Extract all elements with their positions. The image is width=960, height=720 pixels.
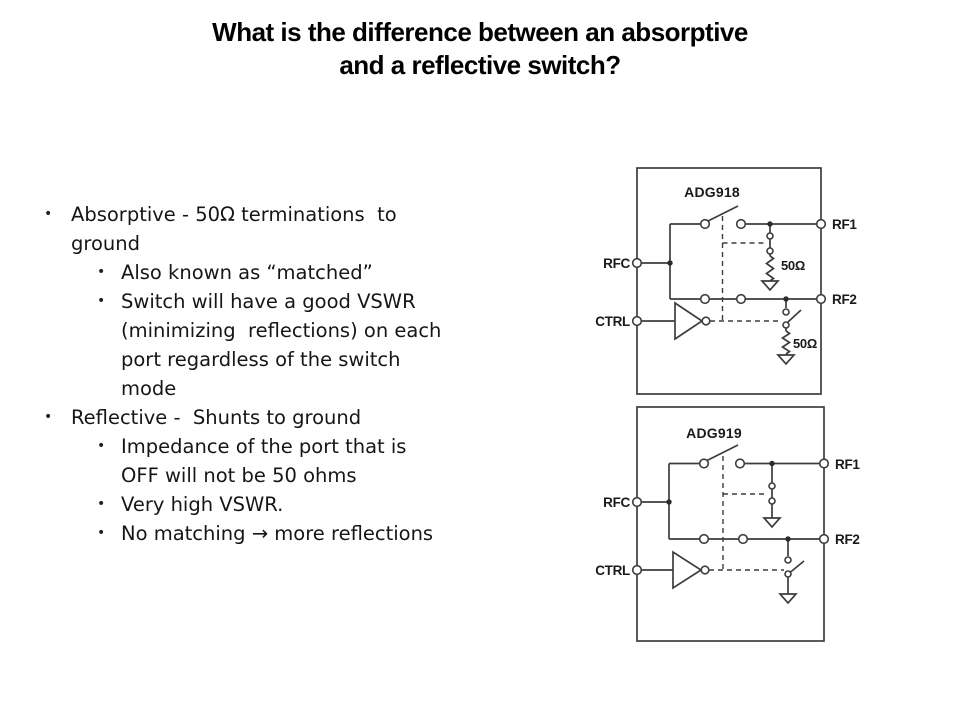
ctrl-terminal [631,315,643,327]
resistor-icon [780,330,792,355]
bullet-marker: • [97,438,106,454]
bullet-item: • Impedance of the port that is OFF will … [97,432,536,490]
chip-outline [636,406,825,642]
ground-icon [760,280,780,292]
shunt-switch-lever-rf2 [787,309,802,323]
bullet-item: • Absorptive - 50Ω terminations to ground [44,200,536,258]
slide-title: What is the difference between an absorp… [212,17,748,80]
bullet-marker: • [44,409,53,425]
bullet-text: Switch will have a good VSWR (minimizing… [121,290,442,400]
bullet-item: • Reflective - Shunts to ground [44,403,536,432]
rfc-terminal [631,496,643,508]
bullet-list: • Absorptive - 50Ω terminations to ground… [44,200,536,548]
rf2-label: RF2 [832,292,857,307]
bullet-marker: • [97,293,106,309]
rfc-terminal [631,257,643,269]
bullet-item: • Switch will have a good VSWR (minimizin… [97,287,536,403]
bullet-marker: • [97,525,106,541]
bullet-text: Very high VSWR. [121,493,284,516]
rf1-label: RF1 [835,457,860,472]
adg919-diagram: ADG919 RFC CTRL RF1 RF2 [595,406,861,642]
switch-contacts [631,458,830,578]
adg918-wires [636,167,822,395]
inverter-bubble [701,316,711,326]
rfc-label: RFC [603,495,630,510]
resistor-value-label: 50Ω [793,336,817,351]
rf1-label: RF1 [832,217,857,232]
junction-dots [667,221,789,302]
switch-contacts [631,218,827,329]
ctrl-terminal [631,564,643,576]
bullet-text: Also known as “matched” [121,261,373,284]
ground-icon [776,354,796,366]
control-dashed-lines [710,216,782,322]
chip-name-label: ADG918 [684,184,740,200]
bullet-item: • Very high VSWR. [97,490,536,519]
rf2-terminal [815,293,827,305]
series-switch-lever-rf1 [706,444,739,462]
resistor-value-label: 50Ω [781,258,805,273]
bullet-text: Reflective - Shunts to ground [71,406,362,429]
inverter-bubble [700,565,710,575]
bullet-marker: • [97,496,106,512]
junction-dots [666,460,791,542]
chip-outline [636,167,822,395]
bullet-marker: • [44,206,53,222]
bullet-item: • No matching → more reflections [97,519,536,548]
ground-icon [762,517,782,529]
rf1-terminal [815,218,827,230]
ctrl-label: CTRL [595,314,630,329]
ctrl-label: CTRL [595,563,630,578]
chip-name-label: ADG919 [686,425,742,441]
resistor-icon [765,255,775,282]
shunt-switch-lever-rf2 [789,560,805,574]
rfc-label: RFC [603,256,630,271]
adg918-diagram: ADG918 RFC CTRL RF1 RF2 50Ω 50Ω [595,167,858,395]
control-dashed-lines [709,456,784,571]
rf2-terminal [818,533,830,545]
bullet-text: Impedance of the port that is OFF will n… [121,435,407,487]
bullet-text: No matching → more reflections [121,522,434,545]
adg919-wires [636,406,825,642]
bullet-item: • Also known as “matched” [97,258,536,287]
rf1-terminal [818,458,830,469]
rf2-label: RF2 [835,532,860,547]
inverter-icon [672,550,703,590]
bullet-marker: • [97,264,106,280]
inverter-icon [674,301,704,341]
ground-icon [778,593,798,605]
series-switch-lever-rf1 [707,205,739,222]
bullet-text: Absorptive - 50Ω terminations to ground [71,203,397,255]
